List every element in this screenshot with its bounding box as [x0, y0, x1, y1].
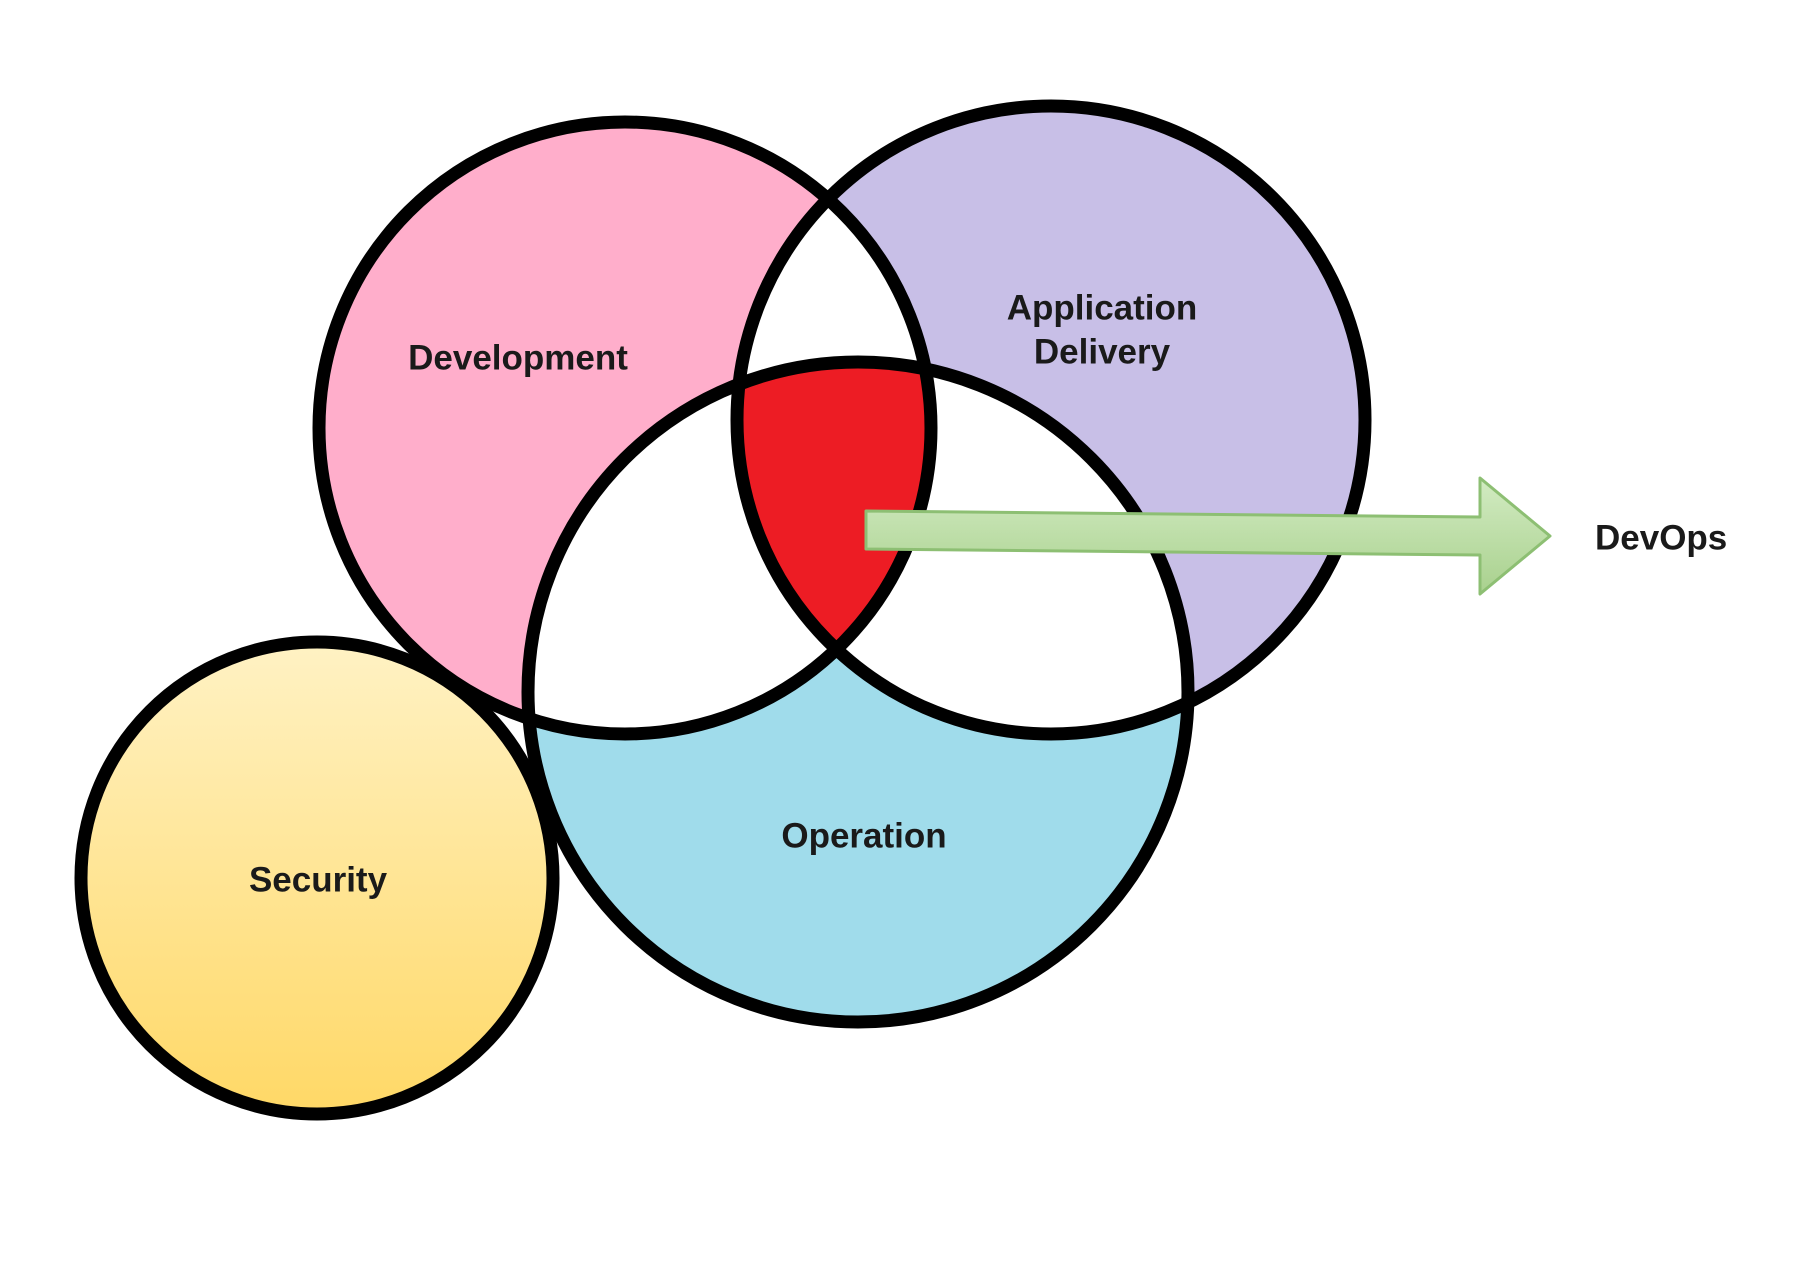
application-delivery-outline [730, 99, 1372, 741]
application-delivery-label-line2: Delivery [1034, 332, 1171, 371]
application-delivery-label-line1: Application [1007, 288, 1198, 327]
devops-label: DevOps [1595, 518, 1727, 557]
development-label: Development [408, 338, 628, 377]
devops-arrow [864, 476, 1552, 596]
operation-outline [521, 355, 1195, 1029]
development-outline [312, 115, 938, 741]
security-circle [81, 642, 553, 1114]
security-label: Security [249, 860, 388, 899]
operation-label: Operation [781, 816, 946, 855]
security-outline [74, 635, 560, 1121]
